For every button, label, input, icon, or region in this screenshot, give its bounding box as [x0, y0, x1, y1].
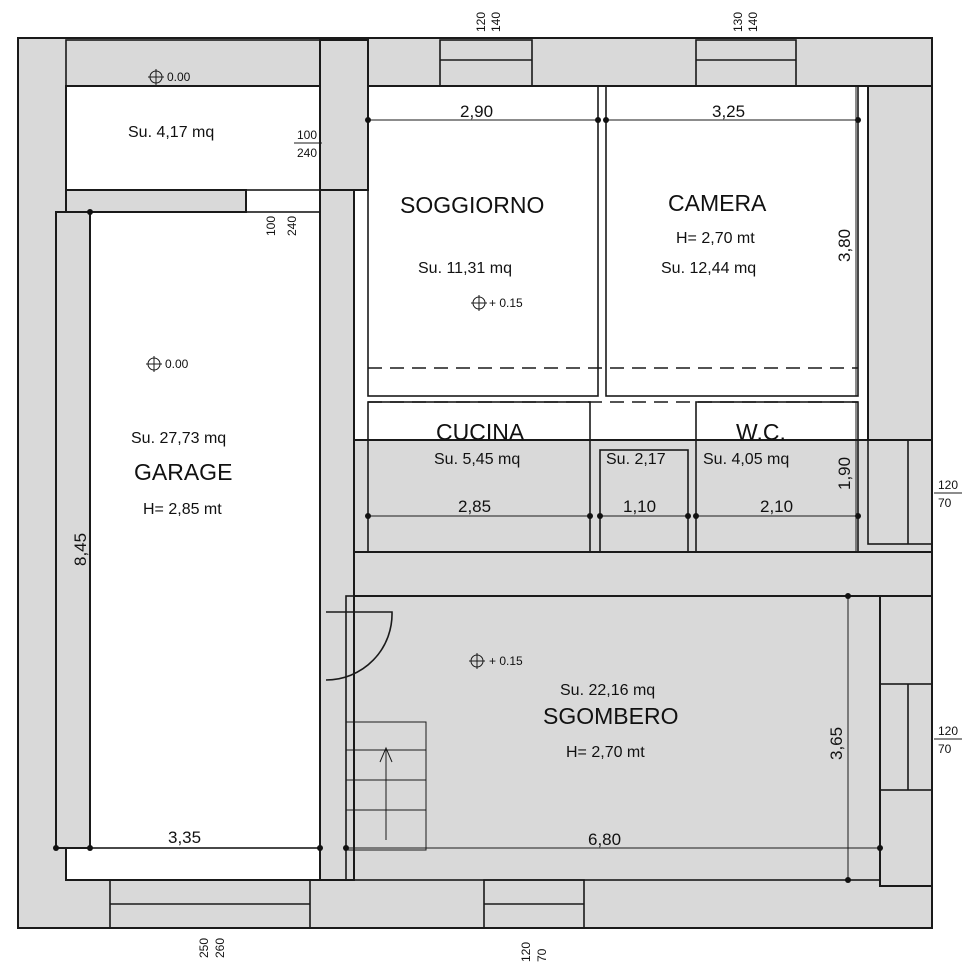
opening-top-window-2-a: 130: [731, 12, 745, 32]
wall-block: [353, 551, 933, 597]
door-swing: [325, 611, 393, 681]
area-sgombero: Su. 22,16 mq: [560, 682, 655, 699]
opening-bottom-window-a: 120: [519, 942, 533, 962]
height-camera: H= 2,70 mt: [676, 230, 755, 247]
opening-top-window-2-b: 140: [746, 12, 760, 32]
area-garage: Su. 27,73 mq: [131, 430, 226, 447]
opening-right-window-1-b: 70: [938, 496, 952, 510]
level-marker-icon: [148, 69, 164, 85]
dim-disimpegno-width: 1,10: [623, 497, 656, 516]
area-soggiorno: Su. 11,31 mq: [418, 260, 512, 277]
area-cucina: Su. 5,45 mq: [434, 451, 520, 468]
opening-right-window-2-a: 120: [938, 724, 958, 738]
room-name-garage: GARAGE: [134, 459, 232, 485]
level-marker-icon: [146, 356, 162, 372]
room-disimpegno: [599, 449, 689, 553]
level-marker-icon: [469, 653, 485, 669]
level-marker-icon: [471, 295, 487, 311]
opening-door-1-b: 240: [297, 146, 317, 160]
wall-block: [319, 189, 355, 881]
area-ripostiglio: Su. 4,17 mq: [128, 124, 214, 141]
room-name-sgombero: SGOMBERO: [543, 703, 678, 729]
window-right-2: [879, 683, 933, 791]
opening-top-window-1-b: 140: [489, 12, 503, 32]
wall-block: [55, 211, 91, 849]
wall-block: [65, 189, 247, 213]
level-ripostiglio: 0.00: [167, 70, 191, 84]
room-garage: [89, 211, 321, 849]
dim-camera-width: 3,25: [712, 102, 745, 121]
room-name-wc: W.C.: [736, 419, 786, 445]
opening-top-window-1-a: 120: [474, 12, 488, 32]
area-disimpegno: Su. 2,17: [606, 451, 666, 468]
stairs: [345, 721, 427, 851]
room-name-camera: CAMERA: [668, 190, 767, 216]
opening-right-window-2-b: 70: [938, 742, 952, 756]
wall-block: [879, 595, 933, 887]
opening-bottom-door-a: 250: [197, 938, 211, 958]
wall-block: [867, 85, 933, 441]
wall-block: [319, 39, 369, 191]
room-name-cucina: CUCINA: [436, 419, 525, 445]
area-camera: Su. 12,44 mq: [661, 260, 756, 277]
dim-sgombero-width: 6,80: [588, 830, 621, 849]
opening-right-window-1-a: 120: [938, 478, 958, 492]
window-top-1: [439, 39, 533, 87]
room-ripostiglio: [65, 39, 321, 191]
height-sgombero: H= 2,70 mt: [566, 744, 645, 761]
opening-bottom-door-b: 260: [213, 938, 227, 958]
opening-door-1-a: 100: [297, 128, 317, 142]
opening-door-2-a: 100: [264, 216, 278, 236]
room-name-soggiorno: SOGGIORNO: [400, 192, 544, 218]
dim-soggiorno-width: 2,90: [460, 102, 493, 121]
level-garage: 0.00: [165, 357, 189, 371]
dim-cucina-width: 2,85: [458, 497, 491, 516]
dim-sgombero-depth: 3,65: [827, 727, 846, 760]
dim-wc-width: 2,10: [760, 497, 793, 516]
window-right-1: [867, 439, 933, 545]
area-wc: Su. 4,05 mq: [703, 451, 789, 468]
height-garage: H= 2,85 mt: [143, 501, 222, 518]
opening-bottom-window-b: 70: [535, 948, 549, 962]
dim-camera-depth: 3,80: [835, 229, 854, 262]
room-soggiorno: [367, 85, 599, 397]
level-soggiorno: + 0.15: [489, 296, 523, 310]
level-sgombero: + 0.15: [489, 654, 523, 668]
opening-door-2-b: 240: [285, 216, 299, 236]
dim-garage-width: 3,35: [168, 828, 201, 847]
window-top-2: [695, 39, 797, 87]
dim-garage-depth: 8,45: [71, 533, 90, 566]
dim-wc-depth: 1,90: [835, 457, 854, 490]
